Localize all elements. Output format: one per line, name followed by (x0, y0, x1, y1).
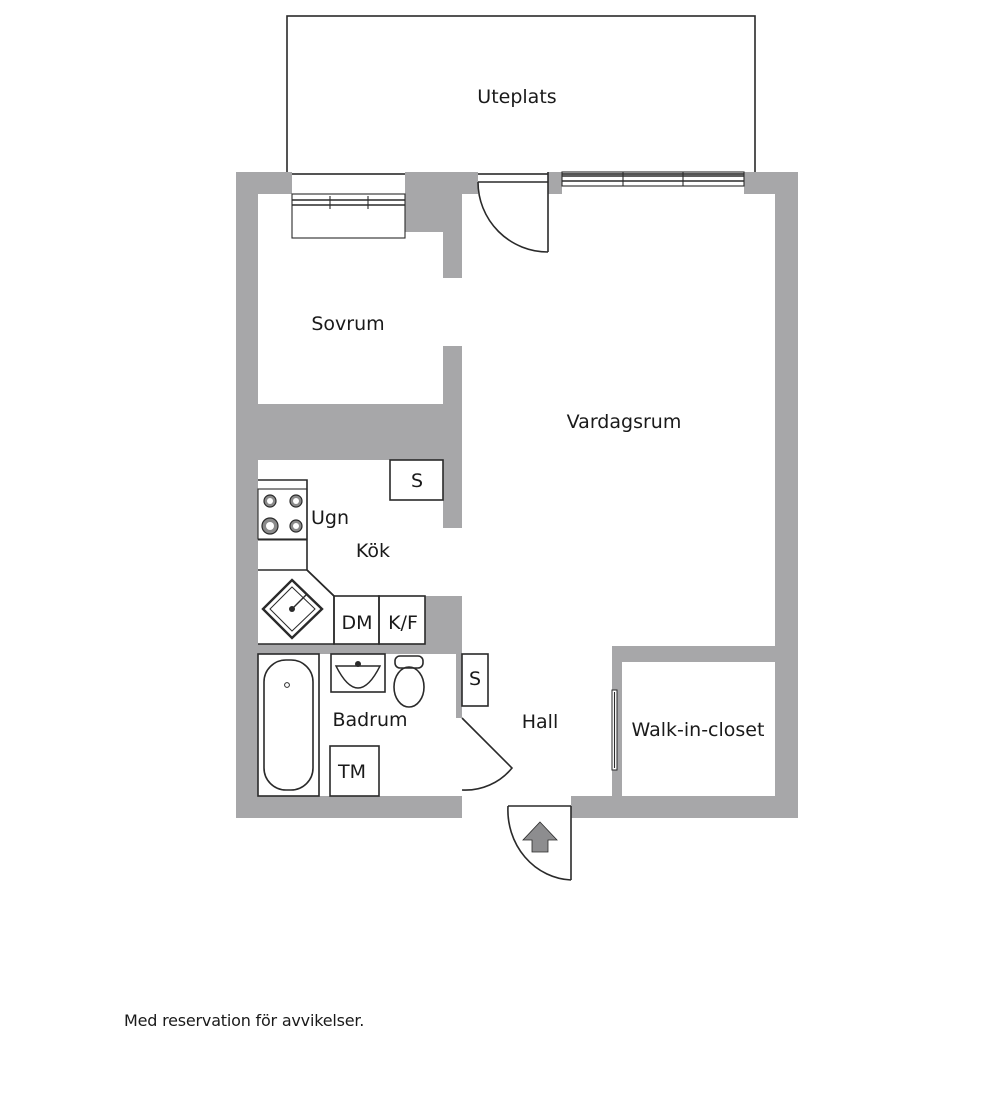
kitchen-wardrobe-box (389, 459, 444, 501)
washing-machine-box (329, 745, 380, 797)
bedroom-window (291, 193, 406, 239)
fixture-label-dishwasher: DM (341, 612, 372, 634)
room-label-hall: Hall (522, 711, 559, 733)
living-room-window (561, 171, 745, 187)
fixture-label-oven: Ugn (311, 507, 349, 529)
entrance-door (507, 805, 572, 881)
room-label-walk-in-closet: Walk-in-closet (632, 719, 765, 741)
room-label-living-room: Vardagsrum (567, 411, 682, 433)
fridge-freezer-box (378, 595, 426, 645)
fixture-label-kitchen-wardrobe: S (411, 470, 423, 492)
bathroom-sink (330, 653, 386, 693)
fixture-label-hall-wardrobe: S (469, 668, 481, 690)
hall-wardrobe-box (461, 653, 489, 707)
fixture-label-fridge-freezer: K/F (388, 612, 418, 634)
stove (257, 488, 308, 540)
room-label-bathroom: Badrum (332, 709, 407, 731)
interior-walls (258, 346, 775, 796)
room-label-patio: Uteplats (477, 86, 556, 108)
bathroom-door (461, 717, 514, 791)
disclaimer-note: Med reservation för avvikelser. (124, 1011, 365, 1030)
closet-sliding-door (611, 689, 618, 771)
patio-door (477, 172, 549, 253)
bathtub (257, 653, 320, 797)
room-label-kitchen: Kök (356, 540, 390, 562)
outer-walls (236, 172, 798, 818)
fixture-label-washing-machine: TM (337, 761, 366, 783)
kitchen-sink (261, 578, 324, 640)
room-label-bedroom: Sovrum (311, 313, 384, 335)
patio-outline (286, 15, 756, 175)
toilet (393, 655, 425, 708)
entrance-arrow-icon (522, 821, 558, 853)
